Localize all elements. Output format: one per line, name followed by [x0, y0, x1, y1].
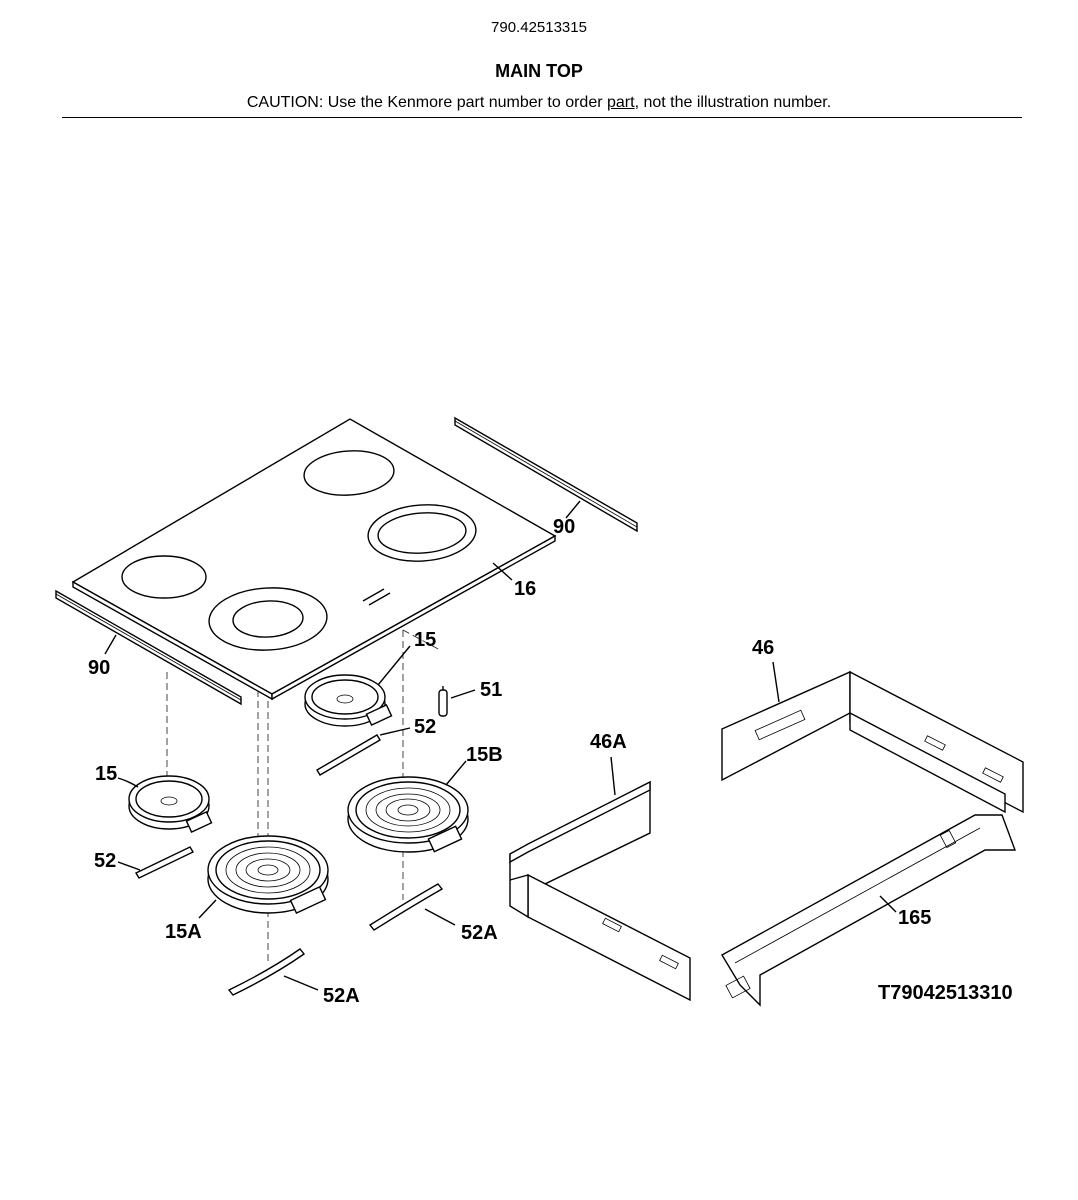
callout-52a-right: 52A	[461, 922, 498, 944]
mounting-strap-52a-right	[368, 883, 444, 931]
caution-note: CAUTION: Use the Kenmore part number to …	[0, 94, 1078, 112]
drawing-number: T79042513310	[878, 982, 1013, 1004]
callout-15-left: 15	[95, 763, 117, 785]
surface-element-small-left	[128, 775, 213, 834]
callout-15a: 15A	[165, 921, 202, 943]
leader-lines	[104, 500, 897, 991]
trim-strip-left	[55, 589, 242, 706]
callout-15-top: 15	[414, 629, 436, 651]
callout-52-left: 52	[94, 850, 116, 872]
cooktop-burner-marking	[303, 450, 395, 496]
callout-52a-bottom: 52A	[323, 985, 360, 1007]
rail-165	[721, 814, 1017, 1007]
glass-cooktop	[71, 418, 557, 701]
cooktop-burner-marking	[367, 504, 477, 562]
caution-text: CAUTION: Use the Kenmore part number to …	[246, 94, 607, 111]
support-bracket-46	[721, 670, 1024, 814]
caution-text-end: , not the illustration number.	[634, 94, 832, 111]
alignment-lines	[166, 629, 441, 965]
mounting-strap-left	[135, 846, 194, 879]
page-title: MAIN TOP	[495, 61, 583, 81]
cooktop-burner-marking	[121, 555, 207, 599]
callout-46a: 46A	[590, 731, 627, 753]
caution-underlined-word: part	[607, 94, 635, 111]
header-divider	[62, 117, 1022, 118]
callout-52-top: 52	[414, 716, 436, 738]
model-number: 790.42513315	[491, 19, 587, 36]
trim-strip-right	[454, 416, 638, 533]
callout-46: 46	[752, 637, 774, 659]
mounting-strap-52a-bottom	[227, 948, 306, 996]
cooktop-burner-marking	[208, 587, 328, 651]
callout-51: 51	[480, 679, 502, 701]
mounting-strap-top	[316, 734, 381, 776]
callout-15b: 15B	[466, 744, 503, 766]
terminal-connector	[438, 686, 448, 717]
callout-165: 165	[898, 907, 931, 929]
callout-90-left: 90	[88, 657, 110, 679]
surface-element-15b	[347, 776, 469, 853]
support-bracket-46a	[509, 780, 691, 1002]
callout-90-right: 90	[553, 516, 575, 538]
callout-16: 16	[514, 578, 536, 600]
surface-element-small-top	[304, 674, 393, 727]
surface-element-15a	[207, 835, 329, 915]
